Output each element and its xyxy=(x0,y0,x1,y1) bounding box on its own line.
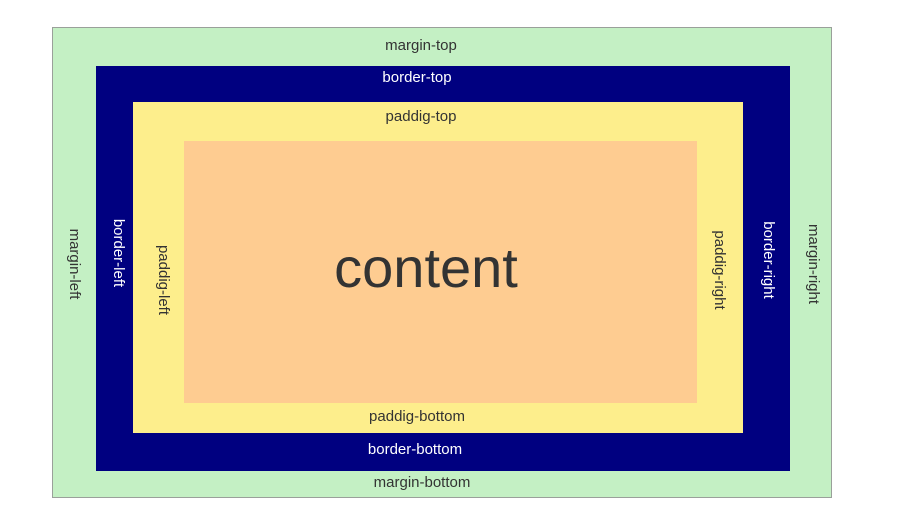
border-left-label: border-left xyxy=(110,218,127,288)
padding-bottom-label: paddig-bottom xyxy=(369,408,465,425)
padding-top-label: paddig-top xyxy=(385,108,457,125)
margin-left-label: margin-left xyxy=(66,228,83,300)
padding-right-label: paddig-right xyxy=(711,230,728,310)
padding-left-label: paddig-left xyxy=(155,244,172,316)
margin-top-label: margin-top xyxy=(385,37,457,54)
content-area xyxy=(184,141,697,403)
border-top-label: border-top xyxy=(382,69,452,86)
margin-bottom-label: margin-bottom xyxy=(373,474,471,491)
margin-right-label: margin-right xyxy=(805,223,822,305)
border-right-label: border-right xyxy=(760,221,777,299)
border-bottom-label: border-bottom xyxy=(367,441,463,458)
content-label: content xyxy=(334,236,518,299)
